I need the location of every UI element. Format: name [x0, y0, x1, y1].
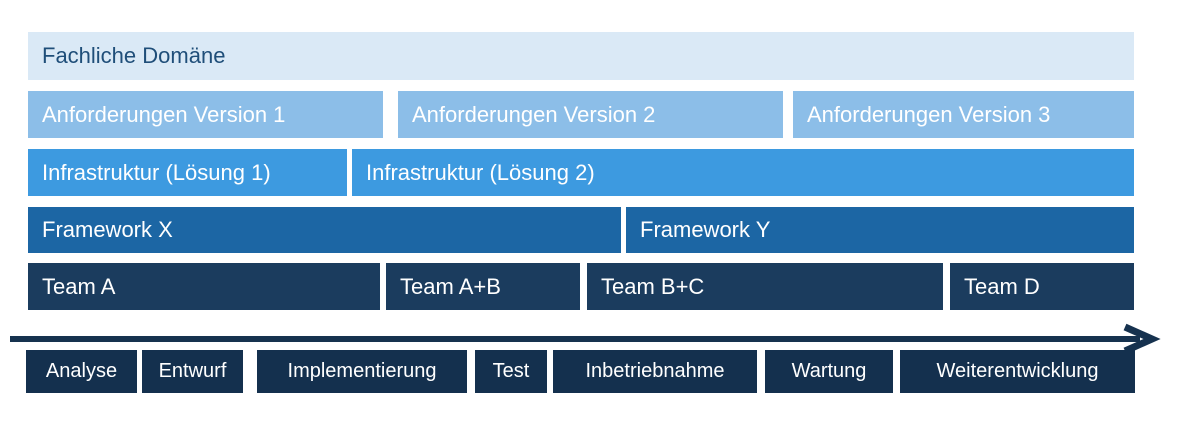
block-anforderungen-version-1: Anforderungen Version 1 [28, 91, 383, 138]
block-phase-weiterentwicklung: Weiterentwicklung [900, 350, 1135, 393]
block-phase-inbetriebnahme: Inbetriebnahme [553, 350, 757, 393]
block-team-a: Team A [28, 263, 380, 310]
block-team-b-c: Team B+C [587, 263, 943, 310]
block-anforderungen-version-3: Anforderungen Version 3 [793, 91, 1134, 138]
block-anforderungen-version-2: Anforderungen Version 2 [398, 91, 783, 138]
block-infrastruktur-loesung-1: Infrastruktur (Lösung 1) [28, 149, 347, 196]
block-phase-entwurf: Entwurf [142, 350, 243, 393]
block-phase-implementierung: Implementierung [257, 350, 467, 393]
block-framework-x: Framework X [28, 207, 621, 253]
timeline-arrow-icon [10, 323, 1161, 355]
block-phase-test: Test [475, 350, 547, 393]
block-infrastruktur-loesung-2: Infrastruktur (Lösung 2) [352, 149, 1134, 196]
block-phase-analyse: Analyse [26, 350, 137, 393]
block-team-d: Team D [950, 263, 1134, 310]
block-team-a-b: Team A+B [386, 263, 580, 310]
block-fachliche-domaene: Fachliche Domäne [28, 32, 1134, 80]
block-framework-y: Framework Y [626, 207, 1134, 253]
block-phase-wartung: Wartung [765, 350, 893, 393]
